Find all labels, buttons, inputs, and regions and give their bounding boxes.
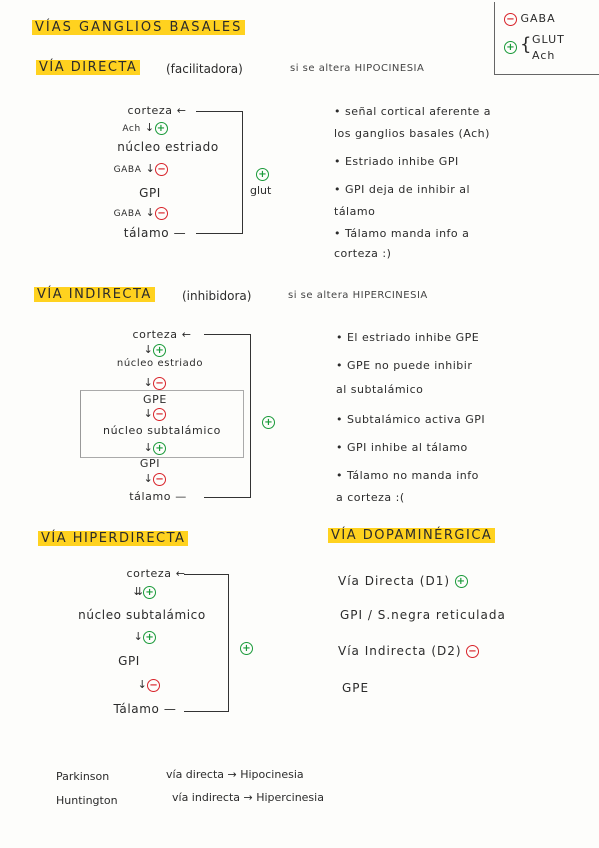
directa-step-gaba-2: GABA ↓−	[98, 206, 184, 220]
hiperdirecta-step-3: ↓−	[124, 678, 174, 692]
minus-icon: −	[153, 472, 167, 486]
directa-bullet: • señal cortical aferente a	[334, 105, 491, 118]
minus-icon: −	[155, 162, 169, 176]
directa-bullet: corteza :)	[334, 247, 392, 260]
legend-plus-1: GLUT	[532, 33, 565, 46]
indirecta-bullet: • Tálamo no manda info	[336, 469, 479, 482]
brace-icon: {	[520, 34, 532, 55]
directa-heading: VÍA DIRECTA	[36, 60, 141, 75]
subtalamic-box	[80, 390, 244, 458]
minus-icon: −	[153, 407, 167, 421]
footer-desc-2: vía indirecta → Hipercinesia	[172, 791, 324, 804]
indirecta-loop-line	[204, 334, 251, 498]
hiperdirecta-loop-line	[184, 574, 229, 712]
plus-icon: +	[504, 40, 517, 54]
indirecta-subtitle: (inhibidora)	[182, 289, 252, 303]
legend-box	[494, 2, 599, 75]
footer-disease-1: Parkinson	[56, 770, 110, 783]
directa-note: si se altera HIPOCINESIA	[290, 63, 425, 74]
plus-icon: +	[240, 642, 253, 655]
hiperdirecta-step-2: ↓+	[120, 630, 170, 644]
hiperdirecta-gpi: GPI	[118, 654, 140, 668]
plus-icon: +	[256, 168, 269, 181]
indirecta-loop-plus: +	[262, 412, 275, 431]
hiperdirecta-heading: VÍA HIPERDIRECTA	[38, 531, 189, 546]
plus-icon: +	[454, 575, 468, 588]
indirecta-corteza: corteza ←	[132, 328, 192, 341]
directa-corteza: corteza ←	[127, 104, 187, 117]
directa-gpi: GPI	[139, 186, 161, 200]
directa-bullet: • GPI deja de inhibir al	[334, 183, 471, 196]
directa-bullet: • Estriado inhibe GPI	[334, 155, 459, 168]
indirecta-talamo: tálamo —	[129, 490, 187, 503]
directa-talamo: tálamo —	[123, 226, 187, 240]
hiperdirecta-corteza: corteza ←	[126, 567, 186, 580]
indirecta-bullet: al subtalámico	[336, 383, 424, 396]
indirecta-gpe: GPE	[143, 393, 167, 406]
indirecta-note: si se altera HIPERCINESIA	[288, 290, 428, 301]
indirecta-step-4: ↓+	[130, 441, 180, 455]
dopa-line-3: Vía Indirecta (D2) −	[338, 644, 480, 658]
hiperdirecta-subtalamico: núcleo subtalámico	[78, 608, 206, 622]
directa-step-ach: Ach ↓+	[110, 121, 180, 135]
minus-icon: −	[153, 376, 167, 390]
indirecta-bullet: • Subtalámico activa GPI	[336, 413, 486, 426]
indirecta-subtalamico: núcleo subtalámico	[103, 424, 221, 437]
directa-bullet: • Tálamo manda info a	[334, 227, 470, 240]
dopa-line-2: GPI / S.negra reticulada	[340, 608, 506, 622]
directa-loop-line	[196, 111, 243, 234]
directa-loop-label: glut	[250, 184, 272, 197]
legend-plus-2: Ach	[532, 49, 556, 62]
hiperdirecta-loop-plus: +	[240, 638, 253, 657]
indirecta-bullet: a corteza :(	[336, 491, 405, 504]
directa-step-gaba-1: GABA ↓−	[98, 162, 184, 176]
minus-icon: −	[147, 678, 161, 692]
directa-estriado: núcleo estriado	[117, 140, 219, 154]
indirecta-step-3: ↓−	[130, 407, 180, 421]
dopa-line-1: Vía Directa (D1) +	[338, 574, 468, 588]
plus-icon: +	[153, 343, 167, 357]
indirecta-bullet: • GPE no puede inhibir	[336, 359, 473, 372]
hiperdirecta-step-1: ⇊+	[120, 585, 170, 599]
legend-minus: − GABA	[504, 12, 556, 26]
minus-icon: −	[155, 206, 169, 220]
plus-icon: +	[262, 416, 275, 429]
indirecta-heading: VÍA INDIRECTA	[34, 287, 155, 302]
directa-subtitle: (facilitadora)	[166, 62, 243, 76]
footer-disease-2: Huntington	[56, 794, 118, 807]
indirecta-step-2: ↓−	[130, 376, 180, 390]
plus-icon: +	[143, 630, 157, 644]
directa-bullet: los ganglios basales (Ach)	[334, 127, 490, 140]
directa-loop-plus: +	[256, 164, 269, 183]
plus-icon: +	[143, 585, 157, 599]
footer-desc-1: vía directa → Hipocinesia	[166, 768, 304, 781]
indirecta-step-1: ↓+	[130, 343, 180, 357]
dopaminergica-heading: VÍA DOPAMINÉRGICA	[328, 528, 496, 543]
minus-icon: −	[504, 12, 517, 26]
page-title: VÍAS GANGLIOS BASALES	[32, 20, 246, 35]
legend-plus-icon-wrap: +	[504, 40, 517, 54]
dopa-line-4: GPE	[342, 681, 370, 695]
plus-icon: +	[154, 121, 168, 135]
indirecta-step-5: ↓−	[130, 472, 180, 486]
indirecta-bullet: • GPI inhibe al tálamo	[336, 441, 468, 454]
indirecta-estriado: núcleo estriado	[116, 358, 204, 369]
plus-icon: +	[153, 441, 167, 455]
hiperdirecta-talamo: Tálamo —	[113, 702, 177, 716]
minus-icon: −	[466, 645, 480, 658]
indirecta-bullet: • El estriado inhibe GPE	[336, 331, 480, 344]
indirecta-gpi: GPI	[139, 457, 161, 470]
directa-bullet: tálamo	[334, 205, 376, 218]
